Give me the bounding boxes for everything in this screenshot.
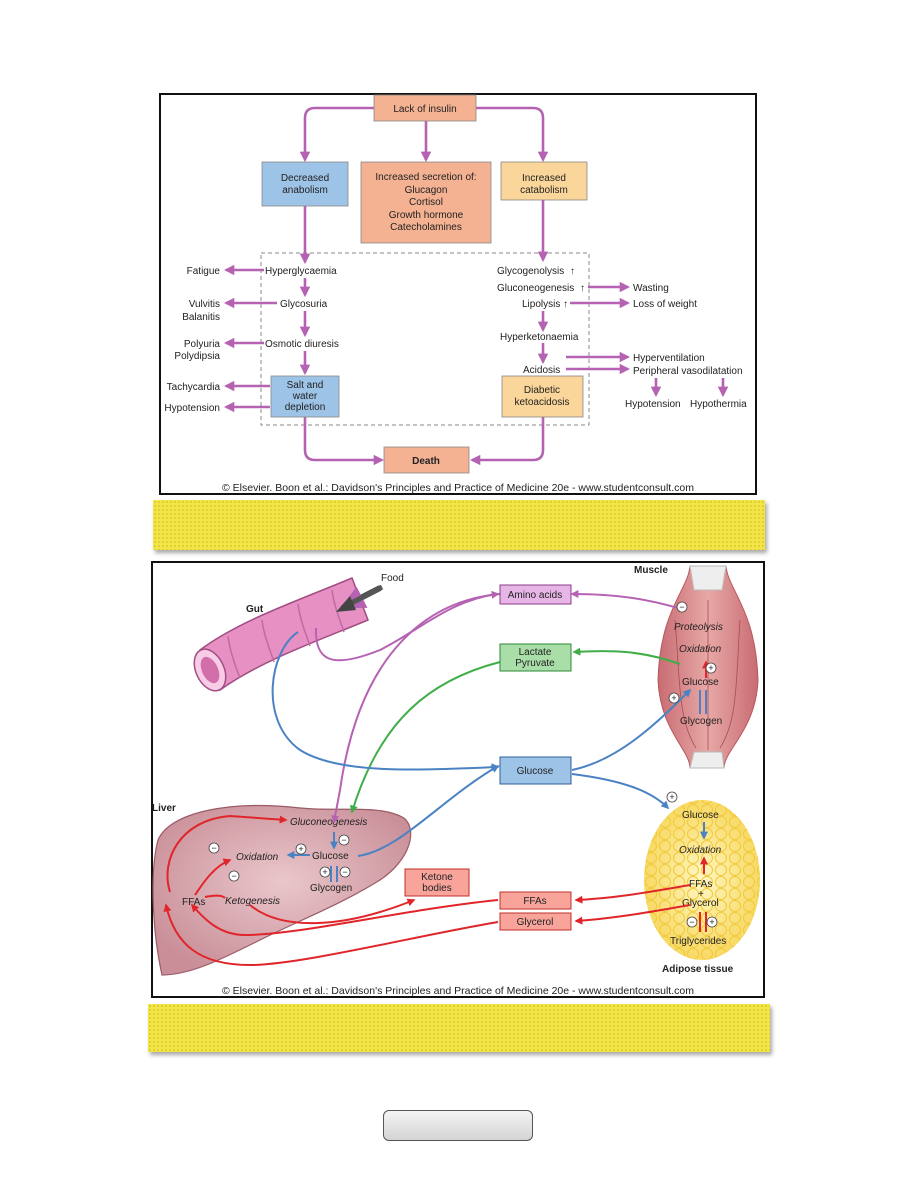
label-fatigue: Fatigue — [187, 266, 221, 277]
label-adipose-tissue: Adipose tissue — [662, 964, 734, 975]
box-decreased-anabolism-l2: anabolism — [282, 185, 328, 196]
label-liver-oxidation: Oxidation — [236, 852, 279, 863]
label-glycogenolysis: Glycogenolysis — [497, 266, 564, 277]
label-muscle-oxidation: Oxidation — [679, 644, 722, 655]
label-muscle-glucose: Glucose — [682, 677, 719, 688]
label-vulvitis: Vulvitis — [189, 299, 220, 310]
label-hyperventilation: Hyperventilation — [633, 353, 705, 364]
label-lipolysis: Lipolysis — [522, 299, 560, 310]
label-adipose-ffas: FFAs — [689, 879, 712, 890]
label-wasting: Wasting — [633, 283, 669, 294]
minus-icon: − — [231, 871, 236, 881]
label-liver: Liver — [152, 803, 176, 814]
box-secretion-l3: Cortisol — [409, 197, 443, 208]
box-secretion-l4: Growth hormone — [389, 210, 464, 221]
label-muscle: Muscle — [634, 565, 668, 576]
diagram-metabolism: Food Gut Muscle Proteolysis Oxidation Gl… — [152, 565, 760, 997]
label-liver-ffas: FFAs — [182, 897, 205, 908]
box-dka-l2: ketoacidosis — [514, 397, 569, 408]
copyright-bottom: © Elsevier. Boon et al.: Davidson's Prin… — [222, 985, 694, 997]
page-button[interactable] — [383, 1110, 533, 1141]
box-death: Death — [412, 456, 440, 467]
minus-icon: − — [342, 867, 347, 877]
box-secretion-l2: Glucagon — [405, 185, 448, 196]
label-gluconeogenesis: Gluconeogenesis — [290, 817, 367, 828]
adipose-illustration — [644, 800, 760, 960]
box-salt-water-l1: Salt and — [287, 380, 324, 391]
box-salt-water-l3: depletion — [285, 402, 326, 413]
label-gut: Gut — [246, 604, 264, 615]
label-hypotension-right: Hypotension — [625, 399, 681, 410]
box-dka-l1: Diabetic — [524, 385, 560, 396]
box-lack-of-insulin: Lack of insulin — [393, 104, 456, 115]
label-osmotic-diuresis: Osmotic diuresis — [265, 339, 339, 350]
plus-icon: + — [671, 693, 676, 703]
copyright-top: © Elsevier. Boon et al.: Davidson's Prin… — [222, 482, 694, 494]
label-glycosuria: Glycosuria — [280, 299, 328, 310]
label-proteolysis: Proteolysis — [674, 622, 723, 633]
diagram-insulin-deficiency: Lack of insulin Decreased anabolism Incr… — [164, 94, 747, 494]
box-ketone: Ketone — [421, 872, 453, 883]
box-secretion-l5: Catecholamines — [390, 222, 462, 233]
plus-icon: + — [708, 663, 713, 673]
label-adipose-glucose: Glucose — [682, 810, 719, 821]
plus-icon: + — [669, 792, 674, 802]
label-loss-of-weight: Loss of weight — [633, 299, 697, 310]
minus-icon: − — [689, 917, 694, 927]
box-glucose: Glucose — [517, 766, 554, 777]
label-tachycardia: Tachycardia — [167, 382, 221, 393]
label-hyperglycaemia: Hyperglycaemia — [265, 266, 337, 277]
label-hypotension-left: Hypotension — [164, 403, 220, 414]
box-increased-catabolism-l1: Increased — [522, 173, 566, 184]
label-hypothermia: Hypothermia — [690, 399, 747, 410]
minus-icon: − — [341, 835, 346, 845]
label-ketogenesis: Ketogenesis — [225, 896, 280, 907]
box-ffas: FFAs — [523, 896, 546, 907]
label-liver-glycogen: Glycogen — [310, 883, 352, 894]
gut-illustration — [193, 577, 369, 692]
label-gluconeogenesis: Gluconeogenesis — [497, 283, 574, 294]
plus-icon: + — [322, 867, 327, 877]
plus-icon: + — [298, 844, 303, 854]
label-peripheral-vasodilatation: Peripheral vasodilatation — [633, 366, 743, 377]
label-adipose-glycerol: Glycerol — [682, 898, 719, 909]
label-hyperketonaemia: Hyperketonaemia — [500, 332, 579, 343]
box-decreased-anabolism-l1: Decreased — [281, 173, 329, 184]
box-glycerol: Glycerol — [517, 917, 554, 928]
label-liver-glucose: Glucose — [312, 851, 349, 862]
diagram-top-frame — [159, 93, 757, 495]
box-lactate: Lactate — [519, 647, 552, 658]
box-bodies: bodies — [422, 883, 451, 894]
minus-icon: − — [679, 602, 684, 612]
label-muscle-glycogen: Glycogen — [680, 716, 722, 727]
minus-icon: − — [211, 843, 216, 853]
label-triglycerides: Triglycerides — [670, 936, 726, 947]
arrow-up-glycogenolysis: ↑ — [570, 266, 575, 277]
label-polyuria: Polyuria — [184, 339, 221, 350]
label-polydipsia: Polydipsia — [174, 351, 220, 362]
caption-bar-top — [153, 500, 765, 550]
box-increased-catabolism-l2: catabolism — [520, 185, 568, 196]
label-food: Food — [381, 573, 404, 584]
box-secretion-l1: Increased secretion of: — [375, 172, 476, 183]
caption-bar-bottom — [148, 1004, 770, 1052]
box-amino-acids: Amino acids — [508, 590, 562, 601]
plus-icon: + — [709, 917, 714, 927]
label-balanitis: Balanitis — [182, 312, 220, 323]
box-salt-water-l2: water — [292, 391, 318, 402]
label-acidosis: Acidosis — [523, 365, 560, 376]
arrow-up-lipolysis: ↑ — [563, 299, 568, 310]
arrow-up-gluconeogenesis: ↑ — [580, 283, 585, 294]
label-adipose-plus: + — [698, 889, 704, 900]
box-pyruvate: Pyruvate — [515, 658, 555, 669]
label-adipose-oxidation: Oxidation — [679, 845, 722, 856]
